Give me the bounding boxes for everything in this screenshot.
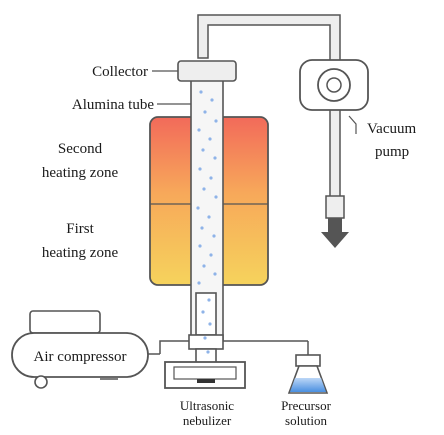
droplet bbox=[198, 244, 202, 248]
droplet bbox=[202, 187, 206, 191]
air-compressor-label: Air compressor bbox=[34, 349, 127, 365]
precursor-flask bbox=[223, 340, 329, 394]
alumina-tube-label: Alumina tube bbox=[72, 97, 154, 113]
droplet bbox=[203, 336, 207, 340]
vacuum-pump bbox=[299, 59, 369, 248]
collector-label: Collector bbox=[92, 64, 148, 80]
precursor-label-2: solution bbox=[285, 413, 327, 428]
droplet bbox=[197, 128, 201, 132]
droplet bbox=[199, 90, 203, 94]
vacuum-pump-label-1: Vacuum bbox=[367, 121, 416, 137]
droplet bbox=[213, 272, 217, 276]
droplet bbox=[208, 137, 212, 141]
droplet bbox=[209, 176, 213, 180]
droplet bbox=[203, 110, 207, 114]
leader-lines bbox=[152, 70, 357, 134]
precursor-label-1: Precursor bbox=[281, 398, 331, 413]
droplet bbox=[209, 253, 213, 257]
aerosol-droplets bbox=[196, 90, 218, 354]
droplet bbox=[214, 195, 218, 199]
collector bbox=[177, 60, 237, 82]
air-compressor bbox=[11, 310, 189, 389]
droplet bbox=[200, 226, 204, 230]
droplet bbox=[207, 298, 211, 302]
droplet bbox=[210, 98, 214, 102]
droplet bbox=[208, 322, 212, 326]
droplet bbox=[197, 281, 201, 285]
first-zone-label-2: heating zone bbox=[42, 245, 119, 261]
first-zone-label-1: First bbox=[66, 221, 94, 237]
nebulizer-label-1: Ultrasonic bbox=[180, 398, 234, 413]
nebulizer-label-2: nebulizer bbox=[183, 413, 232, 428]
droplet bbox=[213, 156, 217, 160]
droplet bbox=[212, 234, 216, 238]
second-zone-label-2: heating zone bbox=[42, 165, 119, 181]
droplet bbox=[198, 167, 202, 171]
droplet bbox=[214, 119, 218, 123]
droplet bbox=[202, 264, 206, 268]
droplet bbox=[206, 350, 210, 354]
ultrasonic-nebulizer bbox=[164, 361, 246, 389]
vacuum-pump-label-2: pump bbox=[375, 144, 409, 160]
droplet bbox=[207, 215, 211, 219]
second-zone-label-1: Second bbox=[58, 141, 103, 157]
droplet bbox=[201, 310, 205, 314]
droplet bbox=[201, 148, 205, 152]
droplet bbox=[196, 206, 200, 210]
